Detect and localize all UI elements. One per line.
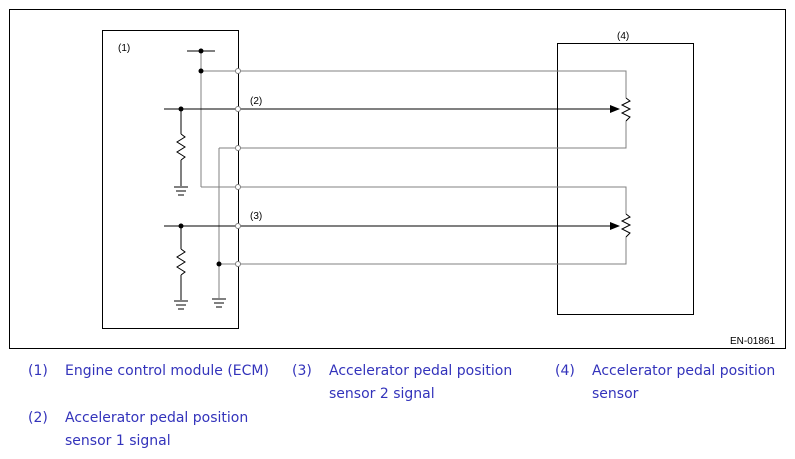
ground-symbols [174,186,226,310]
figure-code: EN-01861 [730,336,775,347]
legend-number: (3) [292,363,312,379]
diagram-border [9,9,786,349]
signal-1-callout: (2) [250,96,262,107]
legend-item-4: (4) Accelerator pedal position sensor [555,360,790,406]
power-wire-2 [201,186,627,214]
legend-text: Engine control module (ECM) [65,363,269,379]
legend-number: (4) [555,363,575,379]
legend-text: Accelerator pedal position [592,363,776,379]
arrow-sensor-1 [610,105,620,113]
legend-text-line2: sensor 2 signal [329,386,435,402]
ecm-callout: (1) [118,43,130,54]
ground-wire-2 [219,237,627,265]
signal-lines [164,50,612,300]
legend-text-line2: sensor 1 signal [65,433,171,449]
potentiometers [620,97,632,238]
signal-2-callout: (3) [250,211,262,222]
ground-wire-1 [219,121,627,149]
arrow-sensor-2 [610,222,620,230]
legend-text: Accelerator pedal position [329,363,513,379]
sensor-callout: (4) [617,31,629,42]
legend-number: (1) [28,363,48,379]
ecm-box [102,30,239,329]
harness-wires [200,51,627,298]
sensor-box [557,43,694,315]
legend-text-line2: sensor [592,386,639,402]
legend-text: Accelerator pedal position [65,410,249,426]
legend-item-1: (1) Engine control module (ECM) [28,360,288,384]
power-wire [201,70,627,98]
wiring-diagram: (1) (4) [9,9,786,350]
connector-terminals [235,68,241,267]
legend-item-2: (2) Accelerator pedal position sensor 1 … [28,407,288,453]
junction-dots [178,48,222,267]
legend-item-3: (3) Accelerator pedal position sensor 2 … [292,360,542,406]
legend-number: (2) [28,410,48,426]
